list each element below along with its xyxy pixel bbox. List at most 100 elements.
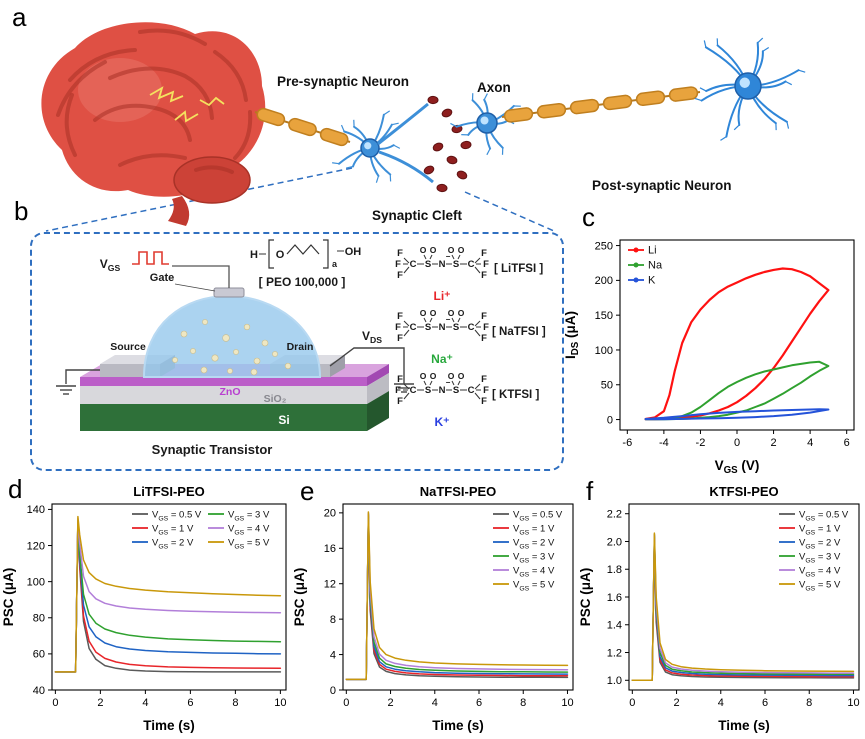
svg-text:F: F xyxy=(397,270,403,281)
gate-wire xyxy=(172,265,230,288)
panel-label-d: d xyxy=(8,474,23,504)
axon-chain-left xyxy=(254,107,351,147)
svg-text:VGS = 4 V: VGS = 4 V xyxy=(799,565,841,578)
label-synaptic-cleft: Synaptic Cleft xyxy=(372,208,463,223)
svg-text:4: 4 xyxy=(807,437,813,449)
svg-text:F: F xyxy=(483,322,489,333)
drain-label: Drain xyxy=(287,341,314,353)
svg-text:O: O xyxy=(458,308,465,318)
svg-text:O: O xyxy=(420,245,427,255)
svg-text:200: 200 xyxy=(595,275,613,287)
svg-text:1.2: 1.2 xyxy=(607,647,622,659)
svg-text:F: F xyxy=(481,270,487,281)
svg-text:F: F xyxy=(397,374,403,385)
svg-text:O: O xyxy=(448,308,455,318)
svg-text:F: F xyxy=(397,311,403,322)
svg-text:O: O xyxy=(420,371,427,381)
svg-text:0: 0 xyxy=(343,697,349,709)
peo-name-label: [ PEO 100,000 ] xyxy=(259,275,346,289)
svg-text:O: O xyxy=(420,308,427,318)
svg-text:-4: -4 xyxy=(659,437,669,449)
svg-text:250: 250 xyxy=(595,240,613,252)
source-label: Source xyxy=(110,341,146,353)
svg-text:C: C xyxy=(410,259,417,270)
peo-o-atom: O xyxy=(276,249,285,261)
svg-text:VGS = 1 V: VGS = 1 V xyxy=(152,523,194,536)
svg-text:F: F xyxy=(397,396,403,407)
svg-text:−: − xyxy=(446,315,451,324)
svg-text:VGS = 1 V: VGS = 1 V xyxy=(513,523,555,536)
post-synaptic-soma xyxy=(450,93,521,156)
svg-text:2.0: 2.0 xyxy=(607,536,622,548)
svg-text:C: C xyxy=(468,259,475,270)
synaptic-transistor-diagram: VGS VDS Gate Source Drain ZnO SiO₂ Si Sy… xyxy=(56,239,546,457)
svg-text:20: 20 xyxy=(324,508,336,520)
svg-text:2: 2 xyxy=(771,437,777,449)
svg-text:S: S xyxy=(425,259,431,270)
ion-particles xyxy=(172,319,292,376)
svg-text:0: 0 xyxy=(607,414,613,426)
svg-text:S: S xyxy=(425,322,431,333)
svg-text:VGS = 5 V: VGS = 5 V xyxy=(228,537,270,550)
panel-label-f: f xyxy=(586,476,594,506)
svg-text:VGS = 3 V: VGS = 3 V xyxy=(513,551,555,564)
label-pre-synaptic-neuron: Pre-synaptic Neuron xyxy=(277,74,410,89)
svg-text:1.8: 1.8 xyxy=(607,564,622,576)
svg-text:VGS = 5 V: VGS = 5 V xyxy=(513,579,555,592)
svg-text:8: 8 xyxy=(232,697,238,709)
gate-contact xyxy=(213,287,245,298)
svg-text:50: 50 xyxy=(601,380,613,392)
svg-text:Li: Li xyxy=(648,244,657,256)
svg-text:VGS = 5 V: VGS = 5 V xyxy=(799,579,841,592)
svg-text:4: 4 xyxy=(330,649,336,661)
label-axon: Axon xyxy=(477,80,511,95)
neural-spark xyxy=(149,86,184,103)
post-synaptic-neuron xyxy=(694,37,806,141)
synaptic-transistor-caption: Synaptic Transistor xyxy=(152,442,273,457)
svg-text:140: 140 xyxy=(27,504,45,516)
peo-subscript-a: a xyxy=(332,259,338,269)
li-cation: Li⁺ xyxy=(434,289,451,303)
panel-label-e: e xyxy=(300,476,315,506)
svg-text:6: 6 xyxy=(476,697,482,709)
svg-text:10: 10 xyxy=(274,697,286,709)
zoom-guide-right xyxy=(464,191,555,232)
svg-text:0: 0 xyxy=(629,697,635,709)
sio2-layer-label: SiO₂ xyxy=(264,393,287,405)
svg-text:K: K xyxy=(648,274,656,286)
svg-text:VGS = 2 V: VGS = 2 V xyxy=(513,537,555,550)
vgs-pulse-waveform-icon xyxy=(132,251,169,265)
gate-label: Gate xyxy=(150,272,174,284)
svg-text:VGS = 4 V: VGS = 4 V xyxy=(228,523,270,536)
brain-neuron-illustration xyxy=(41,22,806,232)
ktfsi-label: [ KTFSI ] xyxy=(492,389,539,401)
svg-text:Na: Na xyxy=(648,259,663,271)
svg-text:VGS (V): VGS (V) xyxy=(715,458,760,476)
svg-text:F: F xyxy=(397,248,403,259)
natfsi-label: [ NaTFSI ] xyxy=(492,326,546,338)
litfsi-label: [ LiTFSI ] xyxy=(494,263,543,275)
svg-text:VGS = 0.5 V: VGS = 0.5 V xyxy=(799,509,849,522)
svg-text:Time (s): Time (s) xyxy=(432,718,484,733)
si-layer-label: Si xyxy=(278,413,289,427)
svg-text:−: − xyxy=(446,252,451,261)
presynaptic-terminal xyxy=(377,102,429,146)
neural-spark xyxy=(174,110,199,123)
svg-text:F: F xyxy=(395,385,401,396)
peo-structure: H O a OH xyxy=(250,239,361,269)
svg-text:6: 6 xyxy=(762,697,768,709)
svg-text:4: 4 xyxy=(432,697,438,709)
svg-text:VGS = 2 V: VGS = 2 V xyxy=(799,537,841,550)
svg-text:1.6: 1.6 xyxy=(607,592,622,604)
svg-text:60: 60 xyxy=(33,649,45,661)
neural-spark xyxy=(199,96,225,107)
svg-text:LiTFSI-PEO: LiTFSI-PEO xyxy=(133,484,205,499)
svg-text:8: 8 xyxy=(520,697,526,709)
svg-text:2: 2 xyxy=(673,697,679,709)
svg-text:C: C xyxy=(468,322,475,333)
panel-b-dashed-box: VGS VDS Gate Source Drain ZnO SiO₂ Si Sy… xyxy=(30,232,564,471)
svg-text:PSC (μA): PSC (μA) xyxy=(292,568,307,627)
svg-text:O: O xyxy=(458,371,465,381)
